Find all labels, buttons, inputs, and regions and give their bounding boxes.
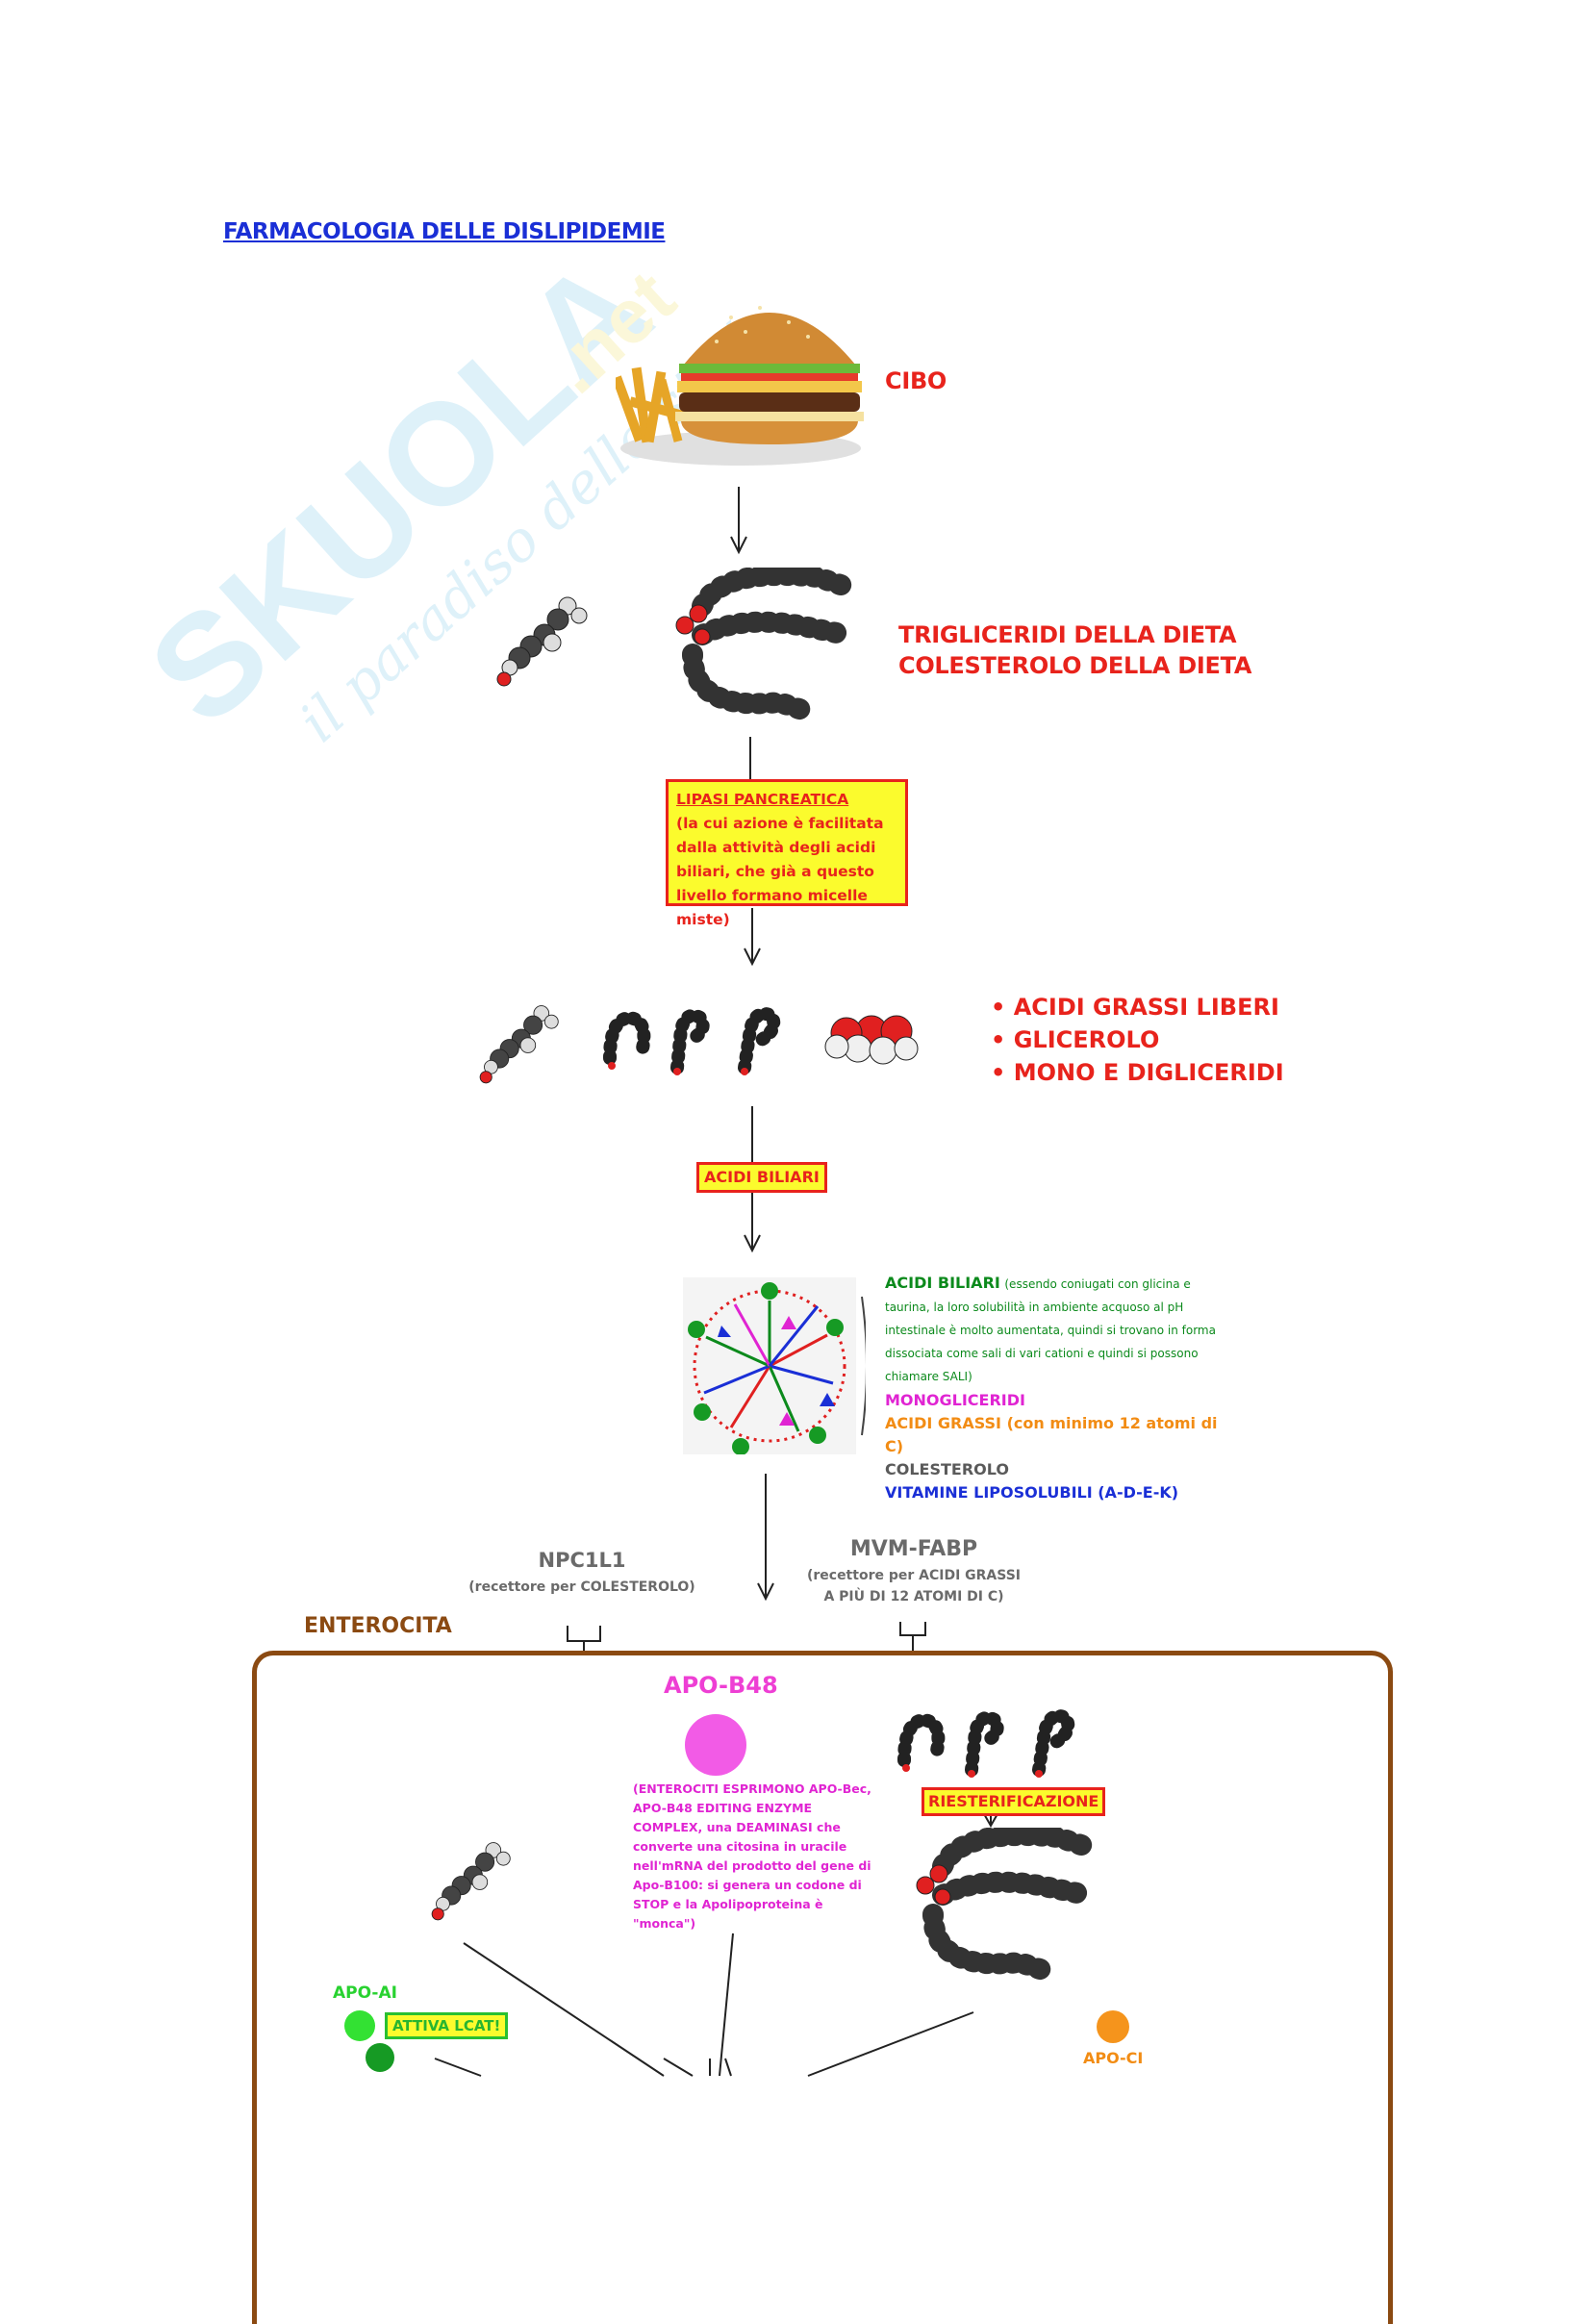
mvm-sub2: A PIÙ DI 12 ATOMI DI C) bbox=[823, 1589, 1004, 1604]
enterocita-label: ENTEROCITA bbox=[304, 1614, 452, 1638]
legend-acidi-biliari-note: (essendo coniugati con glicina e taurina… bbox=[885, 1277, 1216, 1383]
mvm-sub1: (recettore per ACIDI GRASSI bbox=[806, 1568, 1022, 1583]
triglyceride-molecule-icon bbox=[916, 1828, 1097, 1982]
npc1l1-sub: (recettore per COLESTEROLO) bbox=[468, 1579, 695, 1595]
food-burger-icon bbox=[616, 306, 864, 466]
cholesterol-molecule-icon bbox=[431, 1842, 511, 1921]
attiva-lcat-badge: ATTIVA LCAT! bbox=[385, 2012, 509, 2039]
lipasi-pancreatica-box: LIPASI PANCREATICA (la cui azione è faci… bbox=[666, 779, 908, 928]
apo-ai-label: APO-AI bbox=[333, 1983, 397, 2003]
fatty-acids-molecule-icon bbox=[897, 1708, 1075, 1778]
mvm-label: MVM-FABP bbox=[849, 1537, 978, 1561]
product-acidi-grassi: • ACIDI GRASSI LIBERI bbox=[991, 994, 1279, 1021]
product-mono-digliceridi: • MONO E DIGLICERIDI bbox=[991, 1059, 1284, 1086]
apo-b48-circle-icon bbox=[685, 1714, 746, 1776]
legend-vitamine: VITAMINE LIPOSOLUBILI (A-D-E-K) bbox=[885, 1483, 1179, 1502]
watermark-logo: SKUOLA .net il paradiso dello studente bbox=[119, 225, 731, 754]
apo-ai-circle-icon bbox=[344, 2010, 375, 2041]
riesterificazione-box: RIESTERIFICAZIONE bbox=[922, 1787, 1106, 1816]
apo-b48-note: (ENTEROCITI ESPRIMONO APO-Bec, APO-B48 E… bbox=[633, 1781, 871, 1931]
legend-colesterolo: COLESTEROLO bbox=[885, 1460, 1009, 1478]
fatty-acids-molecule-icon bbox=[603, 1006, 781, 1075]
micelle-diagram-icon bbox=[683, 1277, 866, 1454]
product-glicerolo: • GLICEROLO bbox=[991, 1026, 1160, 1053]
dieta-label-2: COLESTEROLO DELLA DIETA bbox=[898, 652, 1252, 679]
legend-acidi-biliari: ACIDI BILIARI (essendo coniugati con gli… bbox=[885, 1272, 1231, 1389]
lipasi-heading: LIPASI PANCREATICA bbox=[676, 791, 849, 808]
legend-acidi-biliari-title: ACIDI BILIARI bbox=[885, 1274, 1000, 1292]
apo-b48-label: APO-B48 bbox=[664, 1672, 778, 1699]
page-title: FARMACOLOGIA DELLE DISLIPIDEMIE bbox=[223, 219, 666, 244]
products-list: • ACIDI GRASSI LIBERI • GLICEROLO • MONO… bbox=[991, 991, 1284, 1089]
triglyceride-molecule-icon bbox=[675, 568, 856, 721]
glycerol-molecule-icon bbox=[824, 1015, 919, 1065]
apo-ci-circle-icon bbox=[1097, 2010, 1129, 2043]
dieta-label-1: TRIGLICERIDI DELLA DIETA bbox=[898, 621, 1237, 648]
npc1l1-label: NPC1L1 bbox=[538, 1549, 626, 1572]
cholesterol-molecule-icon bbox=[496, 596, 588, 687]
apo-ai-dark-circle-icon bbox=[366, 2043, 394, 2072]
legend-monogliceridi: MONOGLICERIDI bbox=[885, 1391, 1025, 1409]
cibo-label: CIBO bbox=[885, 367, 947, 394]
cholesterol-molecule-icon bbox=[479, 1005, 559, 1084]
apo-ci-label: APO-CI bbox=[1083, 2049, 1144, 2067]
enterocita-cell bbox=[252, 1651, 1393, 2324]
lipasi-text: (la cui azione è facilitata dalla attivi… bbox=[676, 815, 884, 928]
flow-arrows bbox=[434, 487, 999, 2077]
legend-acidi-grassi: ACIDI GRASSI (con minimo 12 atomi di C) bbox=[885, 1414, 1218, 1455]
acidi-biliari-box: ACIDI BILIARI bbox=[696, 1162, 827, 1193]
micelle-legend: ACIDI BILIARI (essendo coniugati con gli… bbox=[885, 1272, 1231, 1504]
